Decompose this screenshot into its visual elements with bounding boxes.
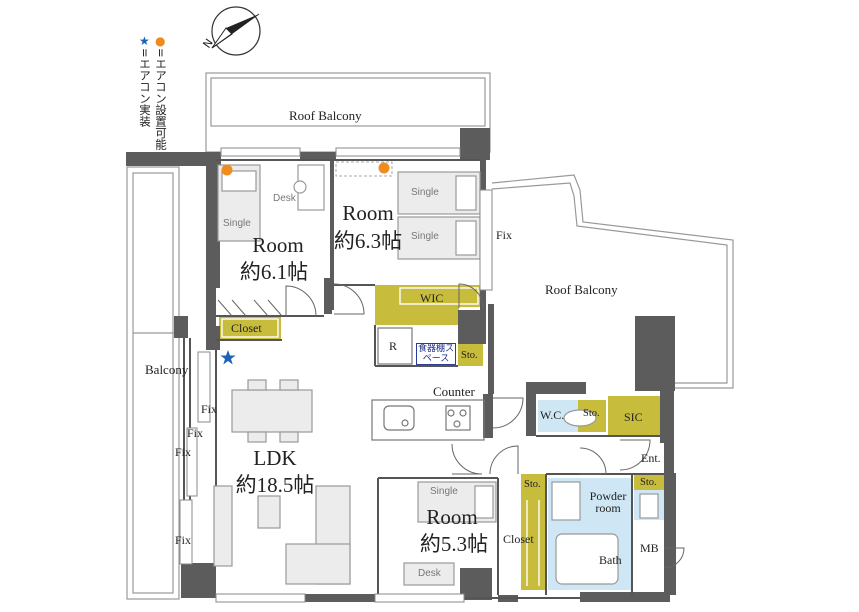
doors: [217, 283, 685, 569]
refrigerator-label: R: [389, 339, 398, 353]
fix3-label: Fix: [175, 445, 192, 459]
room2-size: 約6.3帖: [333, 229, 403, 253]
room1-size: 約6.1帖: [239, 260, 309, 284]
room2-name: Room: [342, 201, 394, 225]
dish-cabinet-space-label: 食器棚スペース: [416, 343, 456, 365]
aircon-installed-legend-icon: ★: [139, 34, 150, 48]
fix1-label: Fix: [201, 402, 218, 416]
legend-aircon-possible: =エアコン設置可能: [154, 48, 168, 150]
closet2-label: Closet: [503, 532, 534, 546]
counter-label: Counter: [433, 384, 475, 399]
mb-label: MB: [640, 541, 659, 555]
powder-room-label: Powder room: [589, 489, 627, 515]
roof-balcony-top-label: Roof Balcony: [289, 108, 362, 123]
storage3-label: Sto.: [524, 479, 541, 490]
ldk-name: LDK: [253, 446, 297, 470]
entrance-label: Ent.: [641, 451, 661, 465]
wic-label: WIC: [420, 291, 444, 305]
room3-size: 約5.3帖: [419, 532, 489, 556]
bath-label: Bath: [599, 553, 622, 567]
bed1-label: Single: [223, 218, 251, 229]
storage2-label: Sto.: [583, 408, 600, 419]
aircon-possible-legend-icon: ●: [155, 34, 166, 48]
roof-balcony-right: [491, 174, 734, 389]
closet1-label: Closet: [231, 321, 262, 335]
balcony-left: [126, 166, 180, 600]
bed2-label: Single: [411, 187, 439, 198]
fix-right-label: Fix: [496, 228, 513, 242]
roof-balcony-right-label: Roof Balcony: [545, 282, 618, 297]
room1-name: Room: [252, 233, 304, 257]
fix2-label: Fix: [187, 426, 204, 440]
bed4-label: Single: [430, 486, 458, 497]
wc-label: W.C.: [540, 408, 565, 422]
storage1-label: Sto.: [461, 350, 478, 361]
aircon-markers: [220, 162, 390, 365]
fix4-label: Fix: [175, 533, 192, 547]
storage4-label: Sto.: [640, 477, 657, 488]
compass-icon: [211, 6, 261, 56]
sic-label: SIC: [624, 410, 643, 424]
desk2-label: Desk: [418, 568, 441, 579]
desk1-label: Desk: [273, 193, 296, 204]
storage-areas: [219, 285, 664, 590]
kitchen-counter: [371, 399, 485, 441]
ldk-size: 約18.5帖: [235, 473, 315, 497]
room3-name: Room: [426, 505, 478, 529]
balcony-label: Balcony: [145, 362, 189, 377]
bed3-label: Single: [411, 231, 439, 242]
legend-aircon-installed: =エアコン実装: [138, 48, 152, 127]
windows: [179, 147, 493, 603]
furniture: [213, 164, 659, 586]
